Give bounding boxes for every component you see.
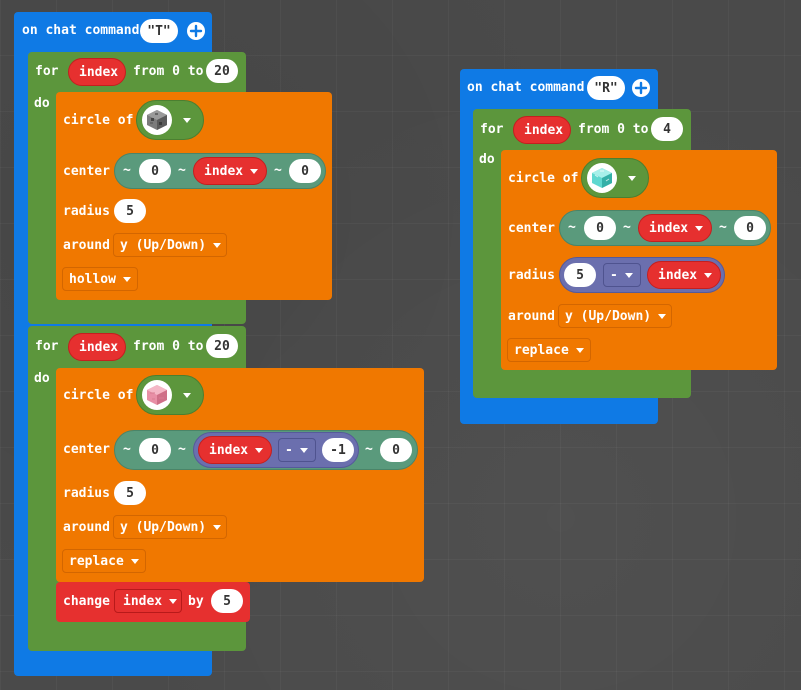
radius-input[interactable]: 5 — [114, 481, 146, 505]
change-variable-dropdown[interactable]: index — [114, 589, 182, 613]
tilde-label: ~ — [719, 220, 727, 235]
axis-dropdown[interactable]: y (Up/Down) — [558, 304, 672, 328]
loop-end-input[interactable]: 20 — [206, 334, 238, 358]
mode-dropdown[interactable]: hollow — [62, 267, 138, 291]
add-parameter-icon[interactable] — [186, 21, 206, 41]
do-label: do — [34, 371, 50, 386]
operator-dropdown[interactable]: - — [603, 263, 641, 287]
around-label: around — [508, 309, 555, 324]
from-to-label: from 0 to — [133, 339, 204, 354]
x-input[interactable]: 0 — [139, 438, 171, 462]
z-input[interactable]: 0 — [734, 216, 766, 240]
block-picker-caret — [183, 118, 191, 123]
z-input[interactable]: 0 — [289, 159, 321, 183]
center-label: center — [63, 164, 110, 179]
tilde-label: ~ — [178, 163, 186, 178]
for-label: for — [35, 339, 59, 354]
tilde-label: ~ — [568, 220, 576, 235]
mode-dropdown[interactable]: replace — [507, 338, 591, 362]
from-to-label: from 0 to — [578, 122, 649, 137]
block-picker-caret — [183, 393, 191, 398]
loop-variable-index[interactable]: index — [513, 116, 571, 144]
do-label: do — [479, 152, 495, 167]
by-label: by — [188, 594, 204, 609]
tilde-label: ~ — [623, 220, 631, 235]
operand-input[interactable]: -1 — [322, 438, 354, 462]
event-label: on chat command — [22, 23, 140, 38]
loop-variable-index[interactable]: index — [68, 58, 126, 86]
x-input[interactable]: 0 — [584, 216, 616, 240]
event-label: on chat command — [467, 80, 585, 95]
y-variable-index[interactable]: index — [638, 214, 712, 242]
axis-dropdown[interactable]: y (Up/Down) — [113, 233, 227, 257]
radius-variable-index[interactable]: index — [647, 261, 721, 289]
mode-dropdown[interactable]: replace — [62, 549, 146, 573]
y-variable-index[interactable]: index — [193, 157, 267, 185]
operator-dropdown[interactable]: - — [278, 438, 316, 462]
radius-label: radius — [63, 204, 110, 219]
command-input-r[interactable]: "R" — [587, 76, 625, 100]
x-input[interactable]: 0 — [139, 159, 171, 183]
tilde-label: ~ — [123, 163, 131, 178]
change-amount-input[interactable]: 5 — [211, 589, 243, 613]
circle-block-2[interactable] — [56, 368, 424, 582]
z-input[interactable]: 0 — [380, 438, 412, 462]
add-parameter-icon[interactable] — [631, 78, 651, 98]
axis-dropdown[interactable]: y (Up/Down) — [113, 515, 227, 539]
block-picker-caret — [628, 176, 636, 181]
from-to-label: from 0 to — [133, 64, 204, 79]
for-label: for — [35, 64, 59, 79]
loop-end-input[interactable]: 4 — [651, 117, 683, 141]
radius-label: radius — [508, 268, 555, 283]
pink-wool-icon — [142, 380, 172, 410]
cobblestone-icon — [142, 105, 172, 135]
radius-number-input[interactable]: 5 — [564, 263, 596, 287]
change-label: change — [63, 594, 110, 609]
for-label: for — [480, 122, 504, 137]
loop-variable-index[interactable]: index — [68, 333, 126, 361]
around-label: around — [63, 238, 110, 253]
diamond-block-icon — [587, 163, 617, 193]
circle-of-label: circle of — [63, 388, 134, 403]
center-label: center — [63, 442, 110, 457]
tilde-label: ~ — [274, 163, 282, 178]
center-label: center — [508, 221, 555, 236]
tilde-label: ~ — [365, 442, 373, 457]
y-variable-index[interactable]: index — [198, 436, 272, 464]
circle-of-label: circle of — [508, 171, 579, 186]
loop-end-input[interactable]: 20 — [206, 59, 238, 83]
circle-of-label: circle of — [63, 113, 134, 128]
command-input-t[interactable]: "T" — [140, 19, 178, 43]
tilde-label: ~ — [178, 442, 186, 457]
radius-label: radius — [63, 486, 110, 501]
do-label: do — [34, 96, 50, 111]
tilde-label: ~ — [123, 442, 131, 457]
around-label: around — [63, 520, 110, 535]
radius-input[interactable]: 5 — [114, 199, 146, 223]
